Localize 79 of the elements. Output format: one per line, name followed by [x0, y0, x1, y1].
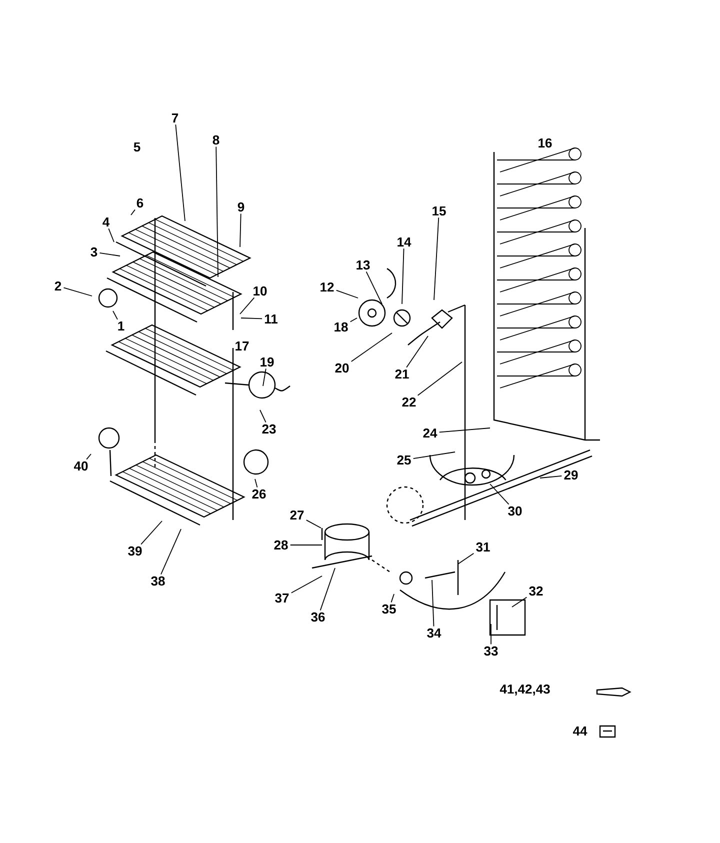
- leader-line: [99, 252, 120, 256]
- leader-line: [412, 452, 456, 459]
- leader-line: [290, 576, 322, 594]
- leader-line: [438, 428, 490, 433]
- callout-number: 16: [538, 138, 552, 148]
- callout-number: 5: [134, 142, 140, 152]
- leader-line: [262, 368, 266, 386]
- leader-line: [108, 228, 114, 242]
- callout-number: 14: [395, 236, 413, 248]
- callout-number: 25: [395, 454, 413, 466]
- callout-number: 4: [100, 216, 112, 228]
- leader-line: [130, 209, 136, 216]
- leader-line: [434, 217, 440, 300]
- leader-line: [350, 318, 358, 322]
- leader-line: [458, 552, 474, 564]
- callout-number: 8: [210, 134, 222, 146]
- leader-line: [175, 124, 186, 222]
- callout-number: 12: [318, 280, 336, 294]
- leader-line: [320, 568, 336, 611]
- leader-line: [254, 478, 258, 488]
- callout-number: 6: [134, 196, 146, 210]
- leader-line: [490, 624, 492, 645]
- callout-number: 34: [425, 626, 443, 640]
- leader-line: [112, 310, 118, 320]
- leader-line: [390, 594, 394, 603]
- callout-number: 24: [421, 426, 439, 440]
- leader-line: [140, 520, 162, 545]
- leader-line: [240, 297, 255, 314]
- callout-number: 39: [126, 544, 144, 558]
- callout-number: 2: [52, 280, 64, 292]
- leader-line: [402, 248, 404, 304]
- leader-line: [336, 290, 358, 298]
- leader-line: [260, 410, 266, 423]
- leader-line: [432, 580, 434, 627]
- leader-line: [240, 213, 242, 248]
- callout-number: 23: [260, 422, 278, 436]
- callout-number: 28: [272, 538, 290, 552]
- callout-number: 40: [72, 460, 90, 472]
- leader-line: [306, 520, 322, 528]
- leader-line: [86, 454, 92, 460]
- callout-number: 19: [258, 356, 276, 368]
- callout-number: 10: [251, 284, 269, 298]
- callout-number: 30: [506, 504, 524, 518]
- leader-line: [417, 362, 462, 396]
- leader-line: [216, 146, 218, 278]
- leader-line: [160, 528, 182, 575]
- leader-line: [512, 596, 528, 608]
- callout-number: 32: [527, 584, 545, 598]
- callout-number: 37: [273, 592, 291, 604]
- callout-number: 15: [430, 204, 448, 218]
- callout-number: 13: [354, 258, 372, 272]
- leader-line: [366, 271, 382, 304]
- leader-line: [540, 475, 562, 478]
- callout-number: 29: [562, 468, 580, 482]
- leader-line: [290, 544, 322, 546]
- leader-line: [490, 484, 510, 505]
- callout-number: 22: [400, 396, 418, 408]
- callout-number: 18: [332, 320, 350, 334]
- leader-line: [240, 318, 262, 320]
- callout-number: 35: [380, 602, 398, 616]
- callout-number: 11: [262, 313, 280, 325]
- callout-number: 31: [474, 540, 492, 554]
- callout-number: 21: [393, 368, 411, 380]
- callout-number: 17: [236, 342, 249, 350]
- callout-number: 7: [170, 112, 180, 124]
- callout-number: 26: [250, 488, 268, 500]
- callout-number: 9: [236, 200, 246, 214]
- callout-number: 33: [482, 644, 500, 658]
- callout-number: 44: [572, 726, 588, 736]
- leader-line: [406, 336, 428, 368]
- callout-number: 1: [116, 320, 126, 332]
- callout-number: 3: [88, 246, 100, 258]
- callout-number: 38: [149, 574, 167, 588]
- callout-number: 20: [333, 362, 351, 374]
- leader-line: [350, 332, 392, 362]
- callout-number: 27: [288, 508, 306, 522]
- callout-number: 41,42,43: [500, 684, 550, 696]
- leader-line: [63, 287, 92, 296]
- callout-number: 36: [309, 610, 327, 624]
